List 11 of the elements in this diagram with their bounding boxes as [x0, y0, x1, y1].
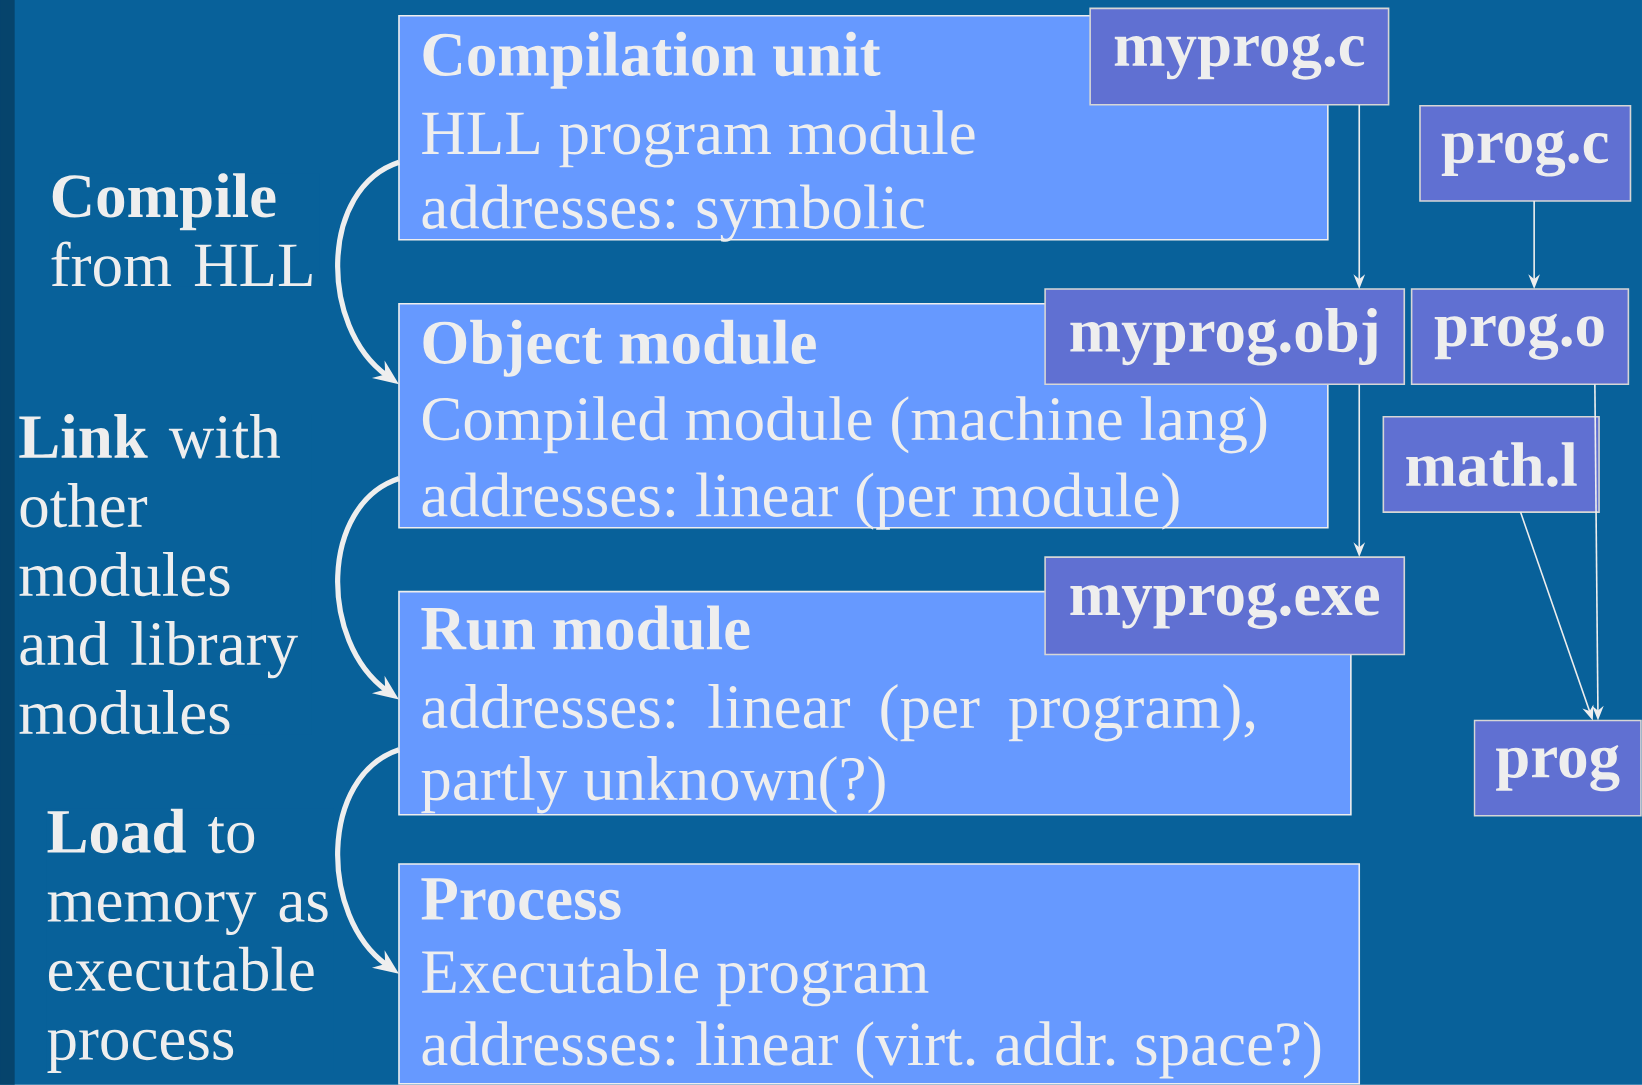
file-label: myprog.obj: [1044, 288, 1406, 386]
file-label: prog: [1473, 719, 1642, 817]
file-label: prog.c: [1419, 105, 1632, 202]
file-label: math.l: [1382, 416, 1600, 513]
file-label: myprog.exe: [1044, 556, 1406, 656]
edge-label: Load to memory as executable process: [46, 808, 334, 1073]
file-label: myprog.c: [1089, 7, 1390, 106]
stage-box: Process Executable program addresses: linear (virt. addr. space?): [398, 863, 1361, 1085]
edge-label: Compile from HLL: [49, 173, 320, 287]
file-label: prog.o: [1410, 288, 1630, 386]
edge-label: Link with other modules and library modules: [18, 414, 312, 735]
